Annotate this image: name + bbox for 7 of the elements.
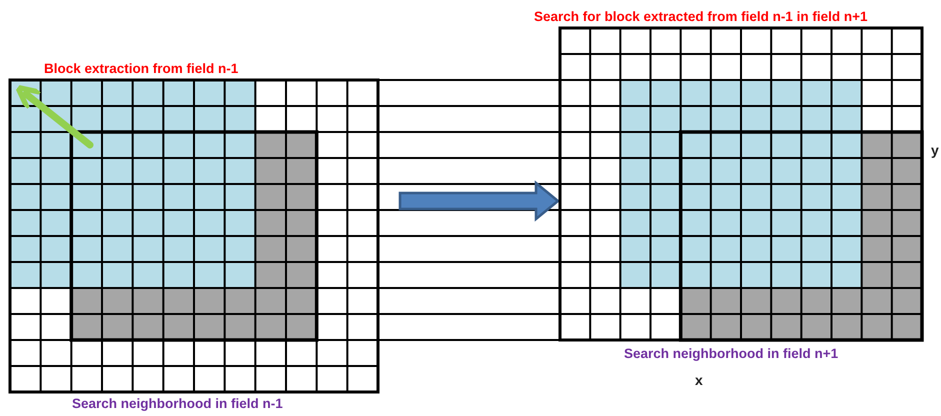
axis-label: x	[695, 372, 703, 388]
grid-title: Search for block extracted from field n-1 in field n+1	[534, 9, 868, 25]
grid-title: Block extraction from field n-1	[44, 61, 238, 77]
axis-label: y	[931, 142, 939, 158]
grid-caption: Search neighborhood in field n+1	[624, 346, 838, 362]
grid-caption: Search neighborhood in field n-1	[72, 396, 283, 412]
block-arrow	[398, 180, 560, 222]
